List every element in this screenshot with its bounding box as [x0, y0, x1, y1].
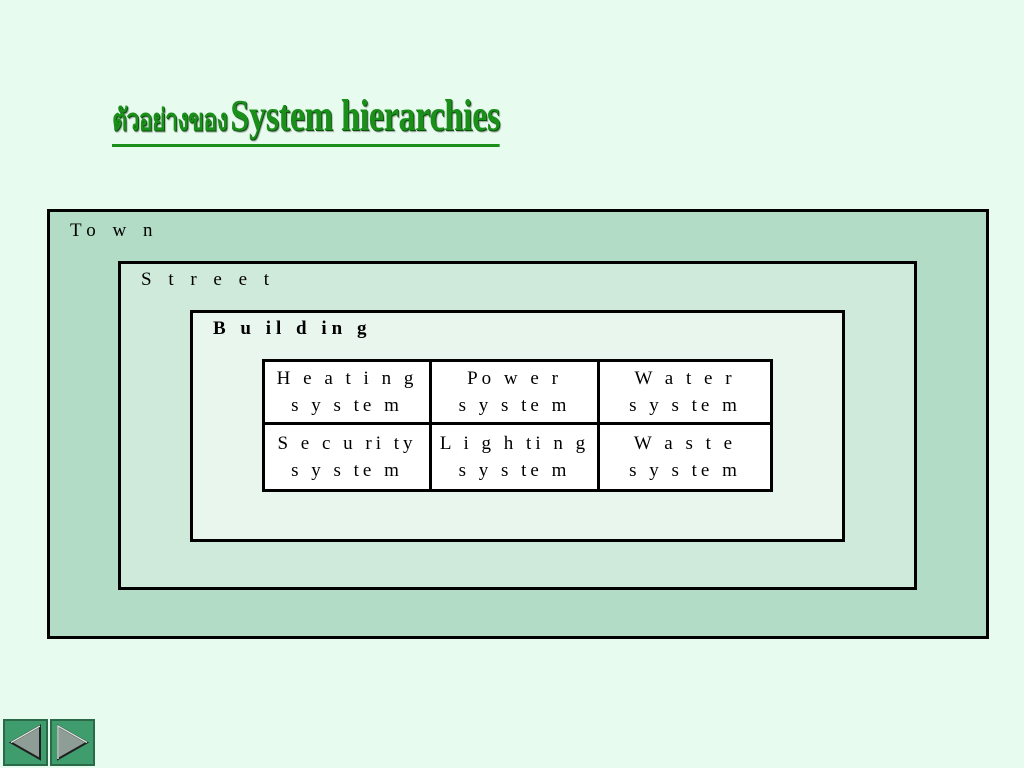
cell-line1: L i g h ti n g: [439, 433, 590, 454]
systems-grid: H e a t i n g s y s te m Po w e r s y s …: [262, 359, 773, 492]
building-label: B u il d in g: [213, 318, 372, 339]
cell-line2: s y s te m: [629, 395, 741, 416]
water-system-cell: W a t e r s y s te m: [600, 362, 770, 425]
triangle-left-icon: [8, 724, 41, 761]
heating-system-cell: H e a t i n g s y s te m: [265, 362, 432, 425]
street-label: S t r e e t: [141, 269, 276, 290]
waste-system-cell: W a s t e s y s te m: [600, 425, 770, 489]
power-system-cell: Po w e r s y s te m: [432, 362, 600, 425]
town-label: To w n: [70, 220, 159, 241]
cell-line1: W a t e r: [634, 368, 736, 389]
security-system-cell: S e c u ri ty s y s te m: [265, 425, 432, 489]
slide-title: ตัวอย่างของSystem hierarchies: [112, 88, 500, 147]
cell-line2: s y s te m: [291, 460, 403, 481]
lighting-system-cell: L i g h ti n g s y s te m: [432, 425, 600, 489]
cell-line1: H e a t i n g: [276, 368, 418, 389]
slide-title-english: System hierarchies: [230, 91, 500, 140]
cell-line2: s y s te m: [458, 460, 571, 481]
cell-line2: s y s te m: [629, 460, 741, 481]
cell-line2: s y s te m: [291, 395, 403, 416]
triangle-right-icon: [57, 724, 90, 761]
cell-line1: S e c u ri ty: [277, 433, 417, 454]
next-slide-button[interactable]: [50, 719, 95, 766]
cell-line1: W a s t e: [633, 433, 737, 454]
cell-line1: Po w e r: [467, 368, 562, 389]
cell-line2: s y s te m: [458, 395, 571, 416]
slide-title-thai: ตัวอย่างของ: [112, 103, 228, 138]
previous-slide-button[interactable]: [3, 719, 48, 766]
